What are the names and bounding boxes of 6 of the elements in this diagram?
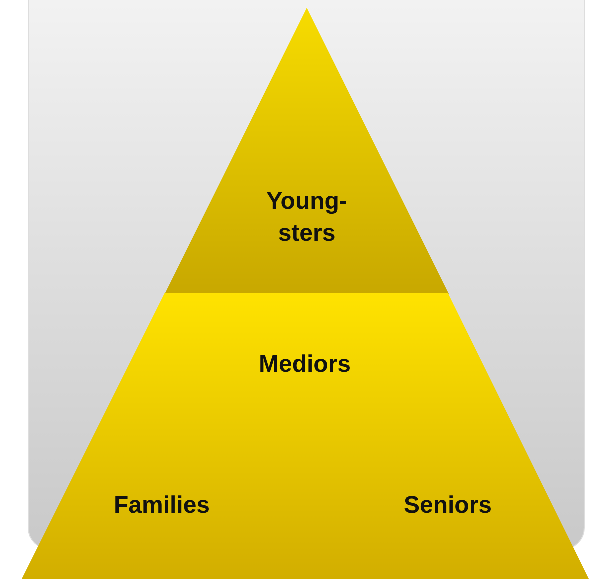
tier-label: Families [112,491,212,521]
tier-label: Mediors [258,350,352,380]
tier-label: Young- sters [266,187,348,249]
pyramid-segment [165,8,449,294]
pyramid-segment [22,293,589,579]
tier-label: Seniors [402,491,494,521]
